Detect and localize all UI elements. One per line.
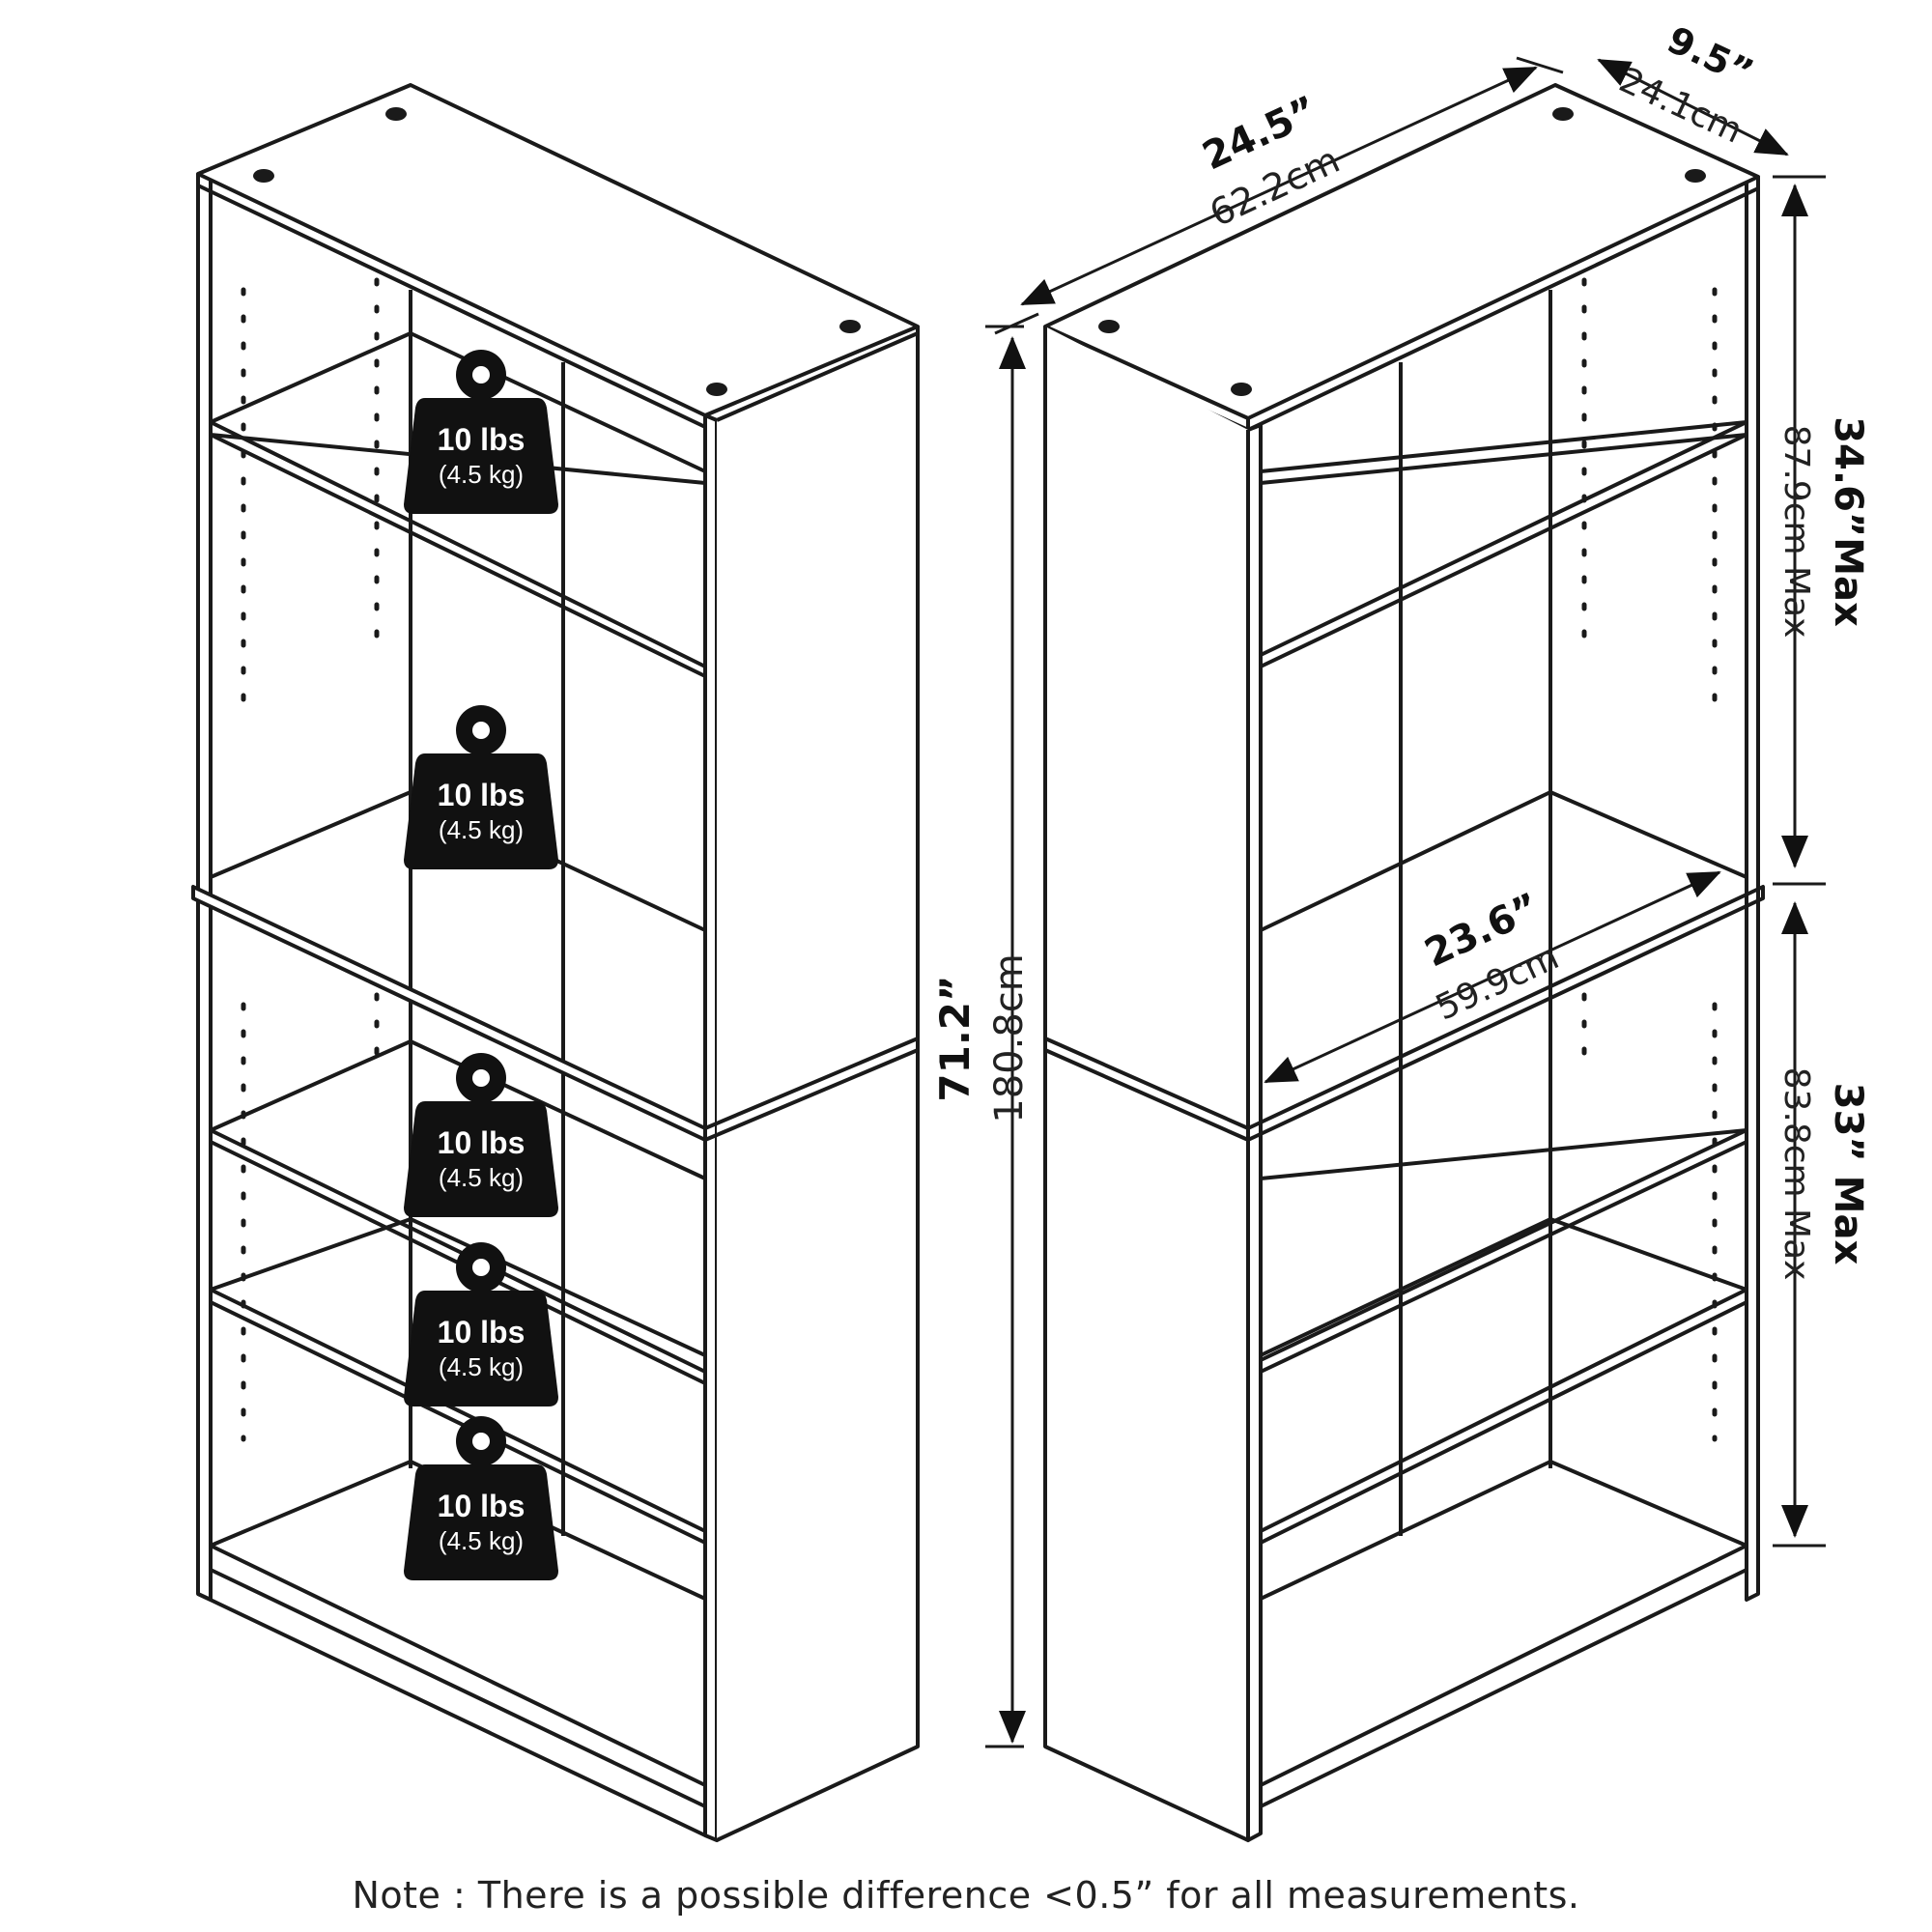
left-side-panel <box>196 174 213 1602</box>
height-label-in: 71.2” <box>931 975 979 1101</box>
width-dim-line <box>1020 66 1538 306</box>
weight-icon: 10 lbs (4.5 kg) <box>404 1416 558 1580</box>
measurement-note: Note : There is a possible difference <0… <box>352 1874 1580 1917</box>
weight-lbs-label: 10 lbs <box>438 1125 526 1160</box>
left-shelf-2 <box>210 790 706 932</box>
left-outer-side <box>716 331 920 1842</box>
right-bookcase <box>1043 83 1765 1842</box>
upper-label-in: 34.6”Max <box>1826 416 1870 627</box>
weight-icon: 10 lbs (4.5 kg) <box>404 705 558 869</box>
left-shelf-5 <box>210 1460 706 1601</box>
left-shelf-1 <box>209 331 707 485</box>
upper-label-cm: 87.9cm Max <box>1776 425 1816 639</box>
left-bookcase <box>191 83 920 1842</box>
weight-icon: 10 lbs (4.5 kg) <box>404 350 558 514</box>
weight-kg-label: (4.5 kg) <box>439 1352 524 1381</box>
right-shelf-pin-holes <box>1581 277 1718 1442</box>
left-top-board <box>196 83 920 417</box>
weight-icon: 10 lbs (4.5 kg) <box>404 1053 558 1217</box>
left-shelf-3 <box>210 1039 706 1180</box>
lower-label-cm: 83.8cm Max <box>1776 1067 1816 1281</box>
left-shelf-4 <box>210 1217 706 1357</box>
weight-lbs-label: 10 lbs <box>438 778 526 812</box>
depth-dim-line <box>1597 58 1789 156</box>
weight-lbs-label: 10 lbs <box>438 422 526 457</box>
weight-kg-label: (4.5 kg) <box>439 1163 524 1192</box>
weight-kg-label: (4.5 kg) <box>439 460 524 489</box>
inner-dim-line <box>1264 870 1721 1084</box>
weight-lbs-label: 10 lbs <box>438 1315 526 1350</box>
weight-icons: 10 lbs(4.5 kg)10 lbs(4.5 kg)10 lbs(4.5 k… <box>404 350 558 1580</box>
lower-label-in: 33” Max <box>1826 1083 1870 1265</box>
weight-icon: 10 lbs(4.5 kg) <box>404 1242 558 1406</box>
dimension-lines <box>985 56 1826 1748</box>
left-shelf-pin-holes <box>241 277 380 1442</box>
weight-kg-label: (4.5 kg) <box>439 815 524 844</box>
height-label-cm: 180.8cm <box>987 953 1032 1122</box>
weight-lbs-label: 10 lbs <box>438 1489 526 1523</box>
weight-kg-label: (4.5 kg) <box>439 1526 524 1555</box>
